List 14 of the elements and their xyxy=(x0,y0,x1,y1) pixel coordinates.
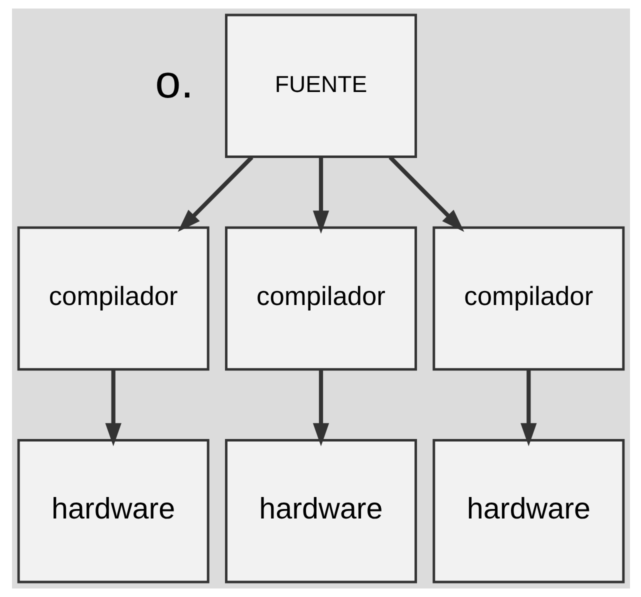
arrow xyxy=(177,156,253,232)
label: o. xyxy=(154,55,194,108)
arrow xyxy=(520,370,536,446)
arrow xyxy=(104,370,121,446)
node-box: hardware xyxy=(16,439,209,584)
node-box: compilador xyxy=(16,226,209,371)
node-box: FUENTE xyxy=(224,14,416,158)
node-box: hardware xyxy=(224,439,416,584)
arrow xyxy=(312,370,329,446)
arrow xyxy=(388,156,464,232)
arrow xyxy=(312,157,329,234)
node-box: compilador xyxy=(432,226,624,371)
node-box: compilador xyxy=(224,226,416,371)
node-box: hardware xyxy=(432,439,624,584)
